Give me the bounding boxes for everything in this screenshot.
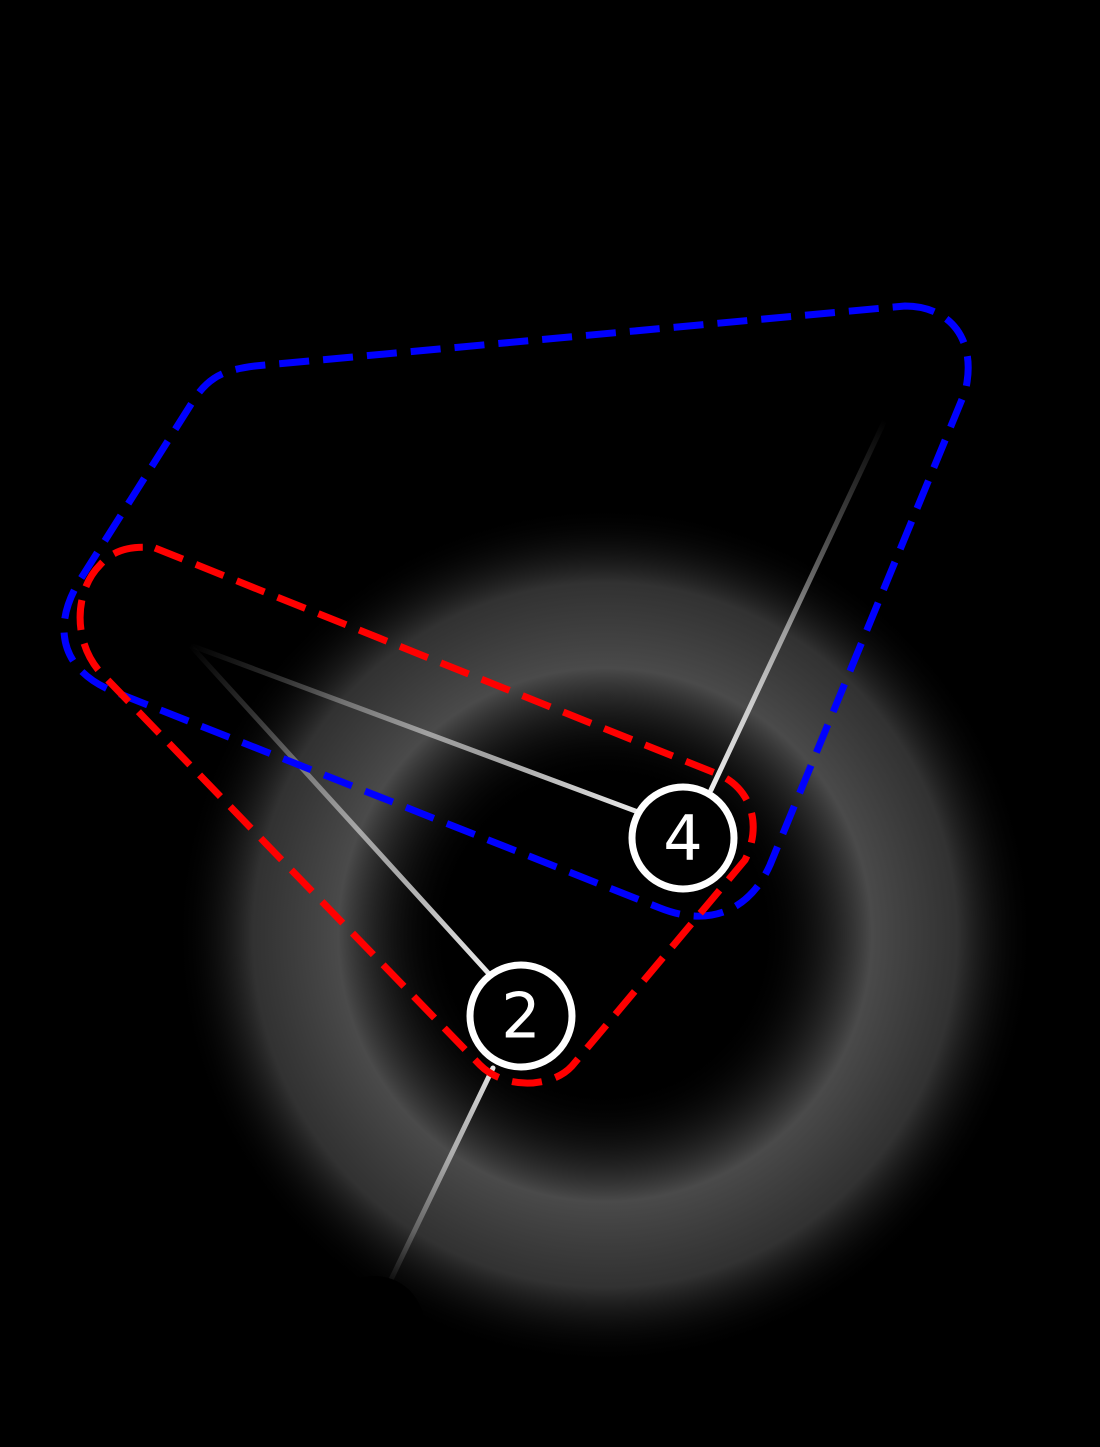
node-2-label: 2 bbox=[501, 980, 540, 1053]
connector-top-to-node-4 bbox=[708, 417, 888, 793]
node-4[interactable]: 4 bbox=[628, 783, 738, 893]
node-4-label: 4 bbox=[663, 802, 702, 875]
connector-to-node-2 bbox=[187, 642, 493, 978]
connector-lines bbox=[187, 417, 888, 1295]
outer-group-outline bbox=[60, 302, 972, 920]
node-4-circle bbox=[628, 783, 738, 893]
connector-node-2-down bbox=[382, 1065, 496, 1295]
node-2-circle bbox=[466, 961, 576, 1071]
inner-group-outline bbox=[76, 543, 757, 1087]
node-2[interactable]: 2 bbox=[466, 961, 576, 1071]
connector-to-node-4 bbox=[187, 642, 641, 815]
bottom-node-partial bbox=[326, 1276, 424, 1374]
